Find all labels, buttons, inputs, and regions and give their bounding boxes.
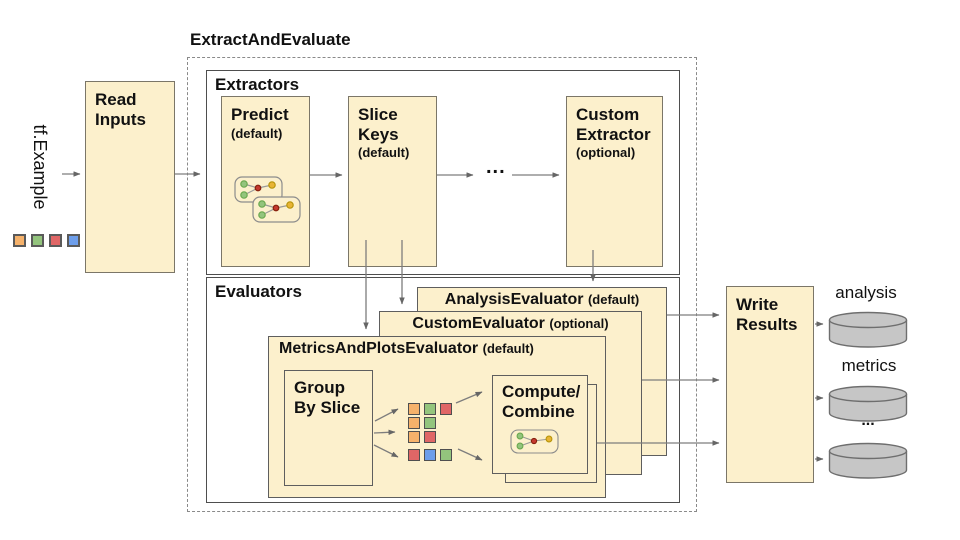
sliced-examples-squares bbox=[408, 402, 456, 462]
evaluators-section: Evaluators bbox=[206, 277, 680, 503]
slice-square-green bbox=[424, 403, 436, 415]
slice-square-red bbox=[440, 403, 452, 415]
combine-graph-icon bbox=[510, 429, 559, 454]
legend-square-blue bbox=[67, 234, 80, 247]
slice-square-green bbox=[424, 417, 436, 429]
custom-extractor-box: Custom Extractor (optional) bbox=[566, 96, 663, 267]
extractors-section: Extractors bbox=[206, 70, 680, 275]
evaluators-label: Evaluators bbox=[215, 282, 302, 301]
slice-group-row bbox=[408, 448, 456, 461]
tf-example-label: tf.Example bbox=[30, 124, 50, 210]
extract-and-evaluate-title: ExtractAndEvaluate bbox=[190, 30, 351, 49]
slice-group-row bbox=[408, 430, 456, 443]
slice-square-red bbox=[424, 431, 436, 443]
slice-square-orange bbox=[408, 403, 420, 415]
read-inputs-box: Read Inputs bbox=[85, 81, 175, 273]
slice-keys-qualifier: (default) bbox=[358, 145, 410, 161]
slice-square-orange bbox=[408, 431, 420, 443]
slice-group-row bbox=[408, 416, 456, 429]
output-metrics-label: metrics bbox=[841, 356, 897, 375]
slice-square-blue bbox=[424, 449, 436, 461]
output-ellipsis-label: ... bbox=[861, 412, 875, 429]
group-by-slice-title: Group By Slice bbox=[294, 378, 361, 417]
extract-and-evaluate-boundary bbox=[187, 57, 697, 512]
custom-extractor-title: Custom Extractor bbox=[576, 105, 651, 144]
analysis-evaluator-title: AnalysisEvaluator (default) bbox=[444, 291, 640, 308]
slice-keys-title: Slice Keys bbox=[358, 105, 399, 144]
group-by-slice-box: Group By Slice bbox=[284, 370, 373, 486]
predict-title: Predict bbox=[231, 105, 289, 124]
custom-extractor-qualifier: (optional) bbox=[576, 145, 636, 161]
analysis-database-icon bbox=[828, 311, 908, 348]
write-results-box: Write Results bbox=[726, 286, 814, 483]
metrics-database-icon bbox=[828, 385, 908, 422]
read-inputs-title: Read Inputs bbox=[95, 90, 146, 129]
slice-square-red bbox=[408, 449, 420, 461]
extractors-ellipsis: ... bbox=[486, 156, 506, 178]
slice-group-row bbox=[408, 402, 456, 415]
extractors-label: Extractors bbox=[215, 75, 300, 94]
slice-square-green bbox=[440, 449, 452, 461]
metrics-and-plots-evaluator-title: MetricsAndPlotsEvaluator (default) bbox=[279, 340, 534, 357]
legend-square-red bbox=[49, 234, 62, 247]
output-analysis-label: analysis bbox=[835, 283, 897, 302]
predict-extractor-box: Predict (default) bbox=[221, 96, 310, 267]
predict-qualifier: (default) bbox=[231, 125, 283, 141]
slice-square-orange bbox=[408, 417, 420, 429]
custom-evaluator-title: CustomEvaluator (optional) bbox=[412, 315, 609, 332]
slice-keys-extractor-box: Slice Keys (default) bbox=[348, 96, 437, 267]
other-database-icon bbox=[828, 442, 908, 479]
compute-combine-title: Compute/ Combine bbox=[502, 382, 581, 421]
legend-square-green bbox=[31, 234, 44, 247]
input-legend-squares bbox=[13, 234, 85, 252]
legend-square-orange bbox=[13, 234, 26, 247]
write-results-title: Write Results bbox=[736, 295, 798, 334]
model-graph-icon bbox=[234, 176, 301, 223]
compute-combine-box: Compute/ Combine bbox=[492, 375, 588, 474]
